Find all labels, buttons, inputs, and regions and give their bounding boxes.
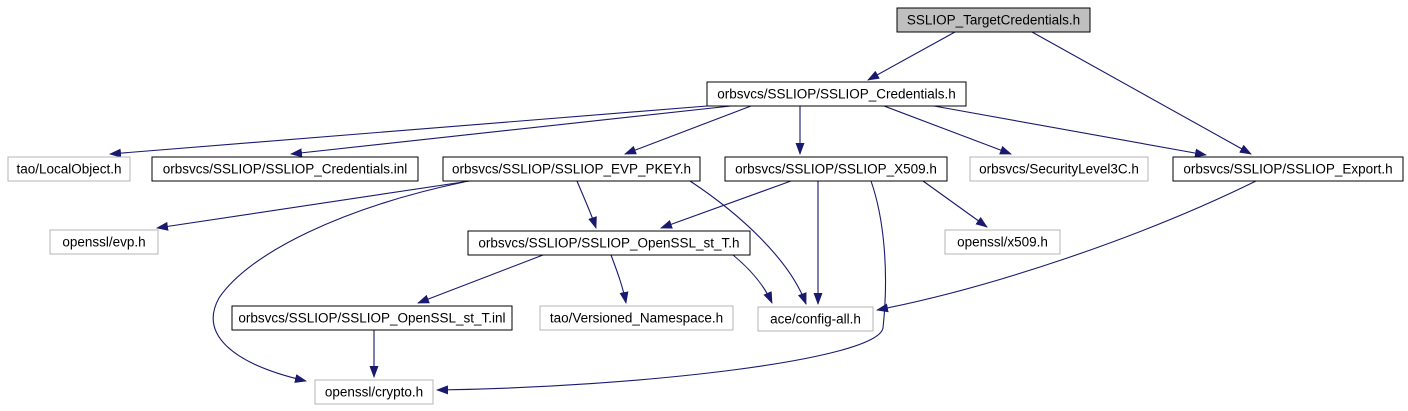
node-box-target[interactable]	[896, 7, 1091, 33]
node-openssl_st_t_inl[interactable]: orbsvcs/SSLIOP/SSLIOP_OpenSSL_st_T.inl	[231, 305, 513, 331]
node-label-x509: orbsvcs/SSLIOP/SSLIOP_X509.h	[735, 162, 937, 177]
edge-x509-to-crypto	[436, 180, 887, 395]
node-label-credentials: orbsvcs/SSLIOP/SSLIOP_Credentials.h	[717, 87, 956, 102]
edge-evp_pkey-to-openssl_st_t	[576, 180, 597, 229]
node-label-openssl_x509: openssl/x509.h	[957, 235, 1048, 250]
edge-openssl_st_t-to-config_all	[732, 254, 773, 304]
node-openssl_st_t[interactable]: orbsvcs/SSLIOP/SSLIOP_OpenSSL_st_T.h	[467, 230, 751, 256]
node-config_all[interactable]: ace/config-all.h	[757, 306, 874, 332]
node-label-openssl_st_t: orbsvcs/SSLIOP/SSLIOP_OpenSSL_st_T.h	[478, 236, 739, 251]
edge-credentials-to-credentials_inl	[290, 105, 732, 158]
node-box-config_all[interactable]	[757, 306, 874, 332]
edge-evp_pkey-to-openssl_evp	[156, 180, 471, 231]
node-export[interactable]: orbsvcs/SSLIOP/SSLIOP_Export.h	[1172, 156, 1404, 182]
node-label-localobject: tao/LocalObject.h	[16, 162, 121, 177]
edge-openssl_st_t-to-openssl_st_t_inl	[417, 254, 544, 304]
node-evp_pkey[interactable]: orbsvcs/SSLIOP/SSLIOP_EVP_PKEY.h	[442, 156, 701, 182]
node-label-config_all: ace/config-all.h	[770, 312, 861, 327]
edge-credentials-to-securitylevel3c	[883, 105, 1012, 155]
node-label-openssl_st_t_inl: orbsvcs/SSLIOP/SSLIOP_OpenSSL_st_T.inl	[238, 311, 505, 326]
node-versioned_ns[interactable]: tao/Versioned_Namespace.h	[539, 305, 734, 331]
node-box-openssl_st_t_inl[interactable]	[231, 305, 513, 331]
node-credentials_inl[interactable]: orbsvcs/SSLIOP/SSLIOP_Credentials.inl	[151, 156, 419, 182]
node-openssl_evp[interactable]: openssl/evp.h	[49, 229, 159, 255]
edge-target-to-credentials	[867, 31, 956, 81]
node-box-openssl_st_t[interactable]	[467, 230, 751, 256]
node-label-export: orbsvcs/SSLIOP/SSLIOP_Export.h	[1183, 162, 1392, 177]
edge-evp_pkey-to-config_all	[689, 180, 807, 305]
edge-credentials-to-evp_pkey	[624, 105, 752, 155]
edge-x509-to-openssl_st_t	[660, 180, 792, 229]
node-label-openssl_evp: openssl/evp.h	[62, 235, 145, 250]
node-label-target: SSLIOP_TargetCredentials.h	[907, 13, 1080, 28]
node-label-crypto: openssl/crypto.h	[325, 385, 423, 400]
node-box-x509[interactable]	[724, 156, 948, 182]
node-target[interactable]: SSLIOP_TargetCredentials.h	[896, 7, 1091, 33]
edge-target-to-export	[1031, 31, 1252, 155]
node-box-securitylevel3c[interactable]	[969, 156, 1149, 182]
node-localobject[interactable]: tao/LocalObject.h	[7, 156, 131, 182]
edge-credentials-to-localobject	[109, 105, 708, 158]
node-label-credentials_inl: orbsvcs/SSLIOP/SSLIOP_Credentials.inl	[163, 162, 408, 177]
edge-export-to-config_all	[876, 180, 1257, 313]
node-securitylevel3c[interactable]: orbsvcs/SecurityLevel3C.h	[969, 156, 1149, 182]
edge-evp_pkey-to-crypto	[212, 181, 465, 383]
node-credentials[interactable]: orbsvcs/SSLIOP/SSLIOP_Credentials.h	[706, 81, 967, 107]
node-box-versioned_ns[interactable]	[539, 305, 734, 331]
node-box-export[interactable]	[1172, 156, 1404, 182]
node-box-openssl_evp[interactable]	[49, 229, 159, 255]
node-label-versioned_ns: tao/Versioned_Namespace.h	[550, 311, 723, 326]
node-box-crypto[interactable]	[314, 379, 434, 405]
edge-x509-to-openssl_x509	[922, 180, 988, 228]
node-box-openssl_x509[interactable]	[944, 229, 1061, 255]
node-box-evp_pkey[interactable]	[442, 156, 701, 182]
node-box-localobject[interactable]	[7, 156, 131, 182]
node-label-securitylevel3c: orbsvcs/SecurityLevel3C.h	[979, 162, 1139, 177]
node-crypto[interactable]: openssl/crypto.h	[314, 379, 434, 405]
node-label-evp_pkey: orbsvcs/SSLIOP/SSLIOP_EVP_PKEY.h	[452, 162, 691, 177]
edge-credentials-to-export	[933, 105, 1207, 158]
node-openssl_x509[interactable]: openssl/x509.h	[944, 229, 1061, 255]
node-box-credentials_inl[interactable]	[151, 156, 419, 182]
node-box-credentials[interactable]	[706, 81, 967, 107]
edge-openssl_st_t-to-versioned_ns	[610, 254, 629, 304]
node-x509[interactable]: orbsvcs/SSLIOP/SSLIOP_X509.h	[724, 156, 948, 182]
